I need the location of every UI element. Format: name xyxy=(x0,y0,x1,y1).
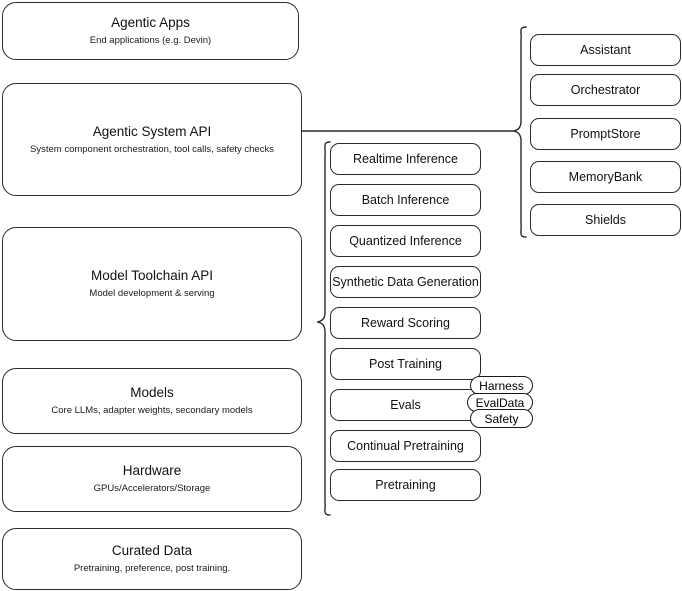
layer-subtitle: Core LLMs, adapter weights, secondary mo… xyxy=(51,405,253,416)
layer-model-toolchain-api[interactable]: Model Toolchain API Model development & … xyxy=(2,227,302,341)
layer-title: Models xyxy=(130,385,174,400)
system-item-promptstore[interactable]: PromptStore xyxy=(530,118,681,150)
layer-title: Agentic System API xyxy=(92,123,212,139)
layer-subtitle: System component orchestration, tool cal… xyxy=(30,143,274,155)
evals-badge-label: Harness xyxy=(479,378,524,393)
layer-subtitle: Model development & serving xyxy=(89,288,215,299)
toolchain-item-label: Batch Inference xyxy=(361,193,450,207)
toolchain-item-label: Evals xyxy=(390,398,421,412)
toolchain-item-batch-inference[interactable]: Batch Inference xyxy=(330,184,481,216)
system-item-shields[interactable]: Shields xyxy=(530,204,681,236)
system-item-assistant[interactable]: Assistant xyxy=(530,34,681,66)
layer-agentic-system-api[interactable]: Agentic System API System component orch… xyxy=(2,83,302,196)
layer-title: Model Toolchain API xyxy=(90,268,214,283)
system-item-label: PromptStore xyxy=(570,127,641,141)
system-item-label: Assistant xyxy=(580,43,631,57)
system-item-label: MemoryBank xyxy=(568,170,643,184)
evals-badge-safety[interactable]: Safety xyxy=(470,409,533,428)
toolchain-item-label: Continual Pretraining xyxy=(347,439,464,453)
toolchain-item-reward-scoring[interactable]: Reward Scoring xyxy=(330,307,481,339)
toolchain-brace xyxy=(316,141,331,516)
layer-title: Hardware xyxy=(122,463,182,478)
layer-title: Curated Data xyxy=(111,543,193,558)
evals-badge-label: Safety xyxy=(484,411,519,426)
toolchain-item-pretraining[interactable]: Pretraining xyxy=(330,469,481,501)
system-item-memorybank[interactable]: MemoryBank xyxy=(530,161,681,193)
system-item-label: Orchestrator xyxy=(570,83,641,97)
toolchain-item-label: Quantized Inference xyxy=(349,234,462,248)
toolchain-item-realtime-inference[interactable]: Realtime Inference xyxy=(330,143,481,175)
toolchain-item-label: Pretraining xyxy=(375,478,436,492)
layer-agentic-apps[interactable]: Agentic Apps End applications (e.g. Devi… xyxy=(2,2,299,60)
toolchain-item-quantized-inference[interactable]: Quantized Inference xyxy=(330,225,481,257)
system-item-orchestrator[interactable]: Orchestrator xyxy=(530,74,681,106)
layer-subtitle: End applications (e.g. Devin) xyxy=(89,35,212,46)
system-item-label: Shields xyxy=(585,213,626,227)
layer-hardware[interactable]: Hardware GPUs/Accelerators/Storage xyxy=(2,446,302,512)
toolchain-item-label: Realtime Inference xyxy=(353,152,458,166)
toolchain-item-label: Synthetic Data Generation xyxy=(332,275,479,289)
layer-subtitle: Pretraining, preference, post training. xyxy=(73,563,231,574)
layer-models[interactable]: Models Core LLMs, adapter weights, secon… xyxy=(2,368,302,434)
layer-subtitle: GPUs/Accelerators/Storage xyxy=(93,483,211,494)
toolchain-item-post-training[interactable]: Post Training xyxy=(330,348,481,380)
layer-curated-data[interactable]: Curated Data Pretraining, preference, po… xyxy=(2,528,302,590)
right-brace xyxy=(512,26,527,238)
toolchain-item-evals[interactable]: Evals xyxy=(330,389,481,421)
evals-badge-label: EvalData xyxy=(475,395,525,410)
toolchain-item-label: Reward Scoring xyxy=(361,316,450,330)
toolchain-item-continual-pretraining[interactable]: Continual Pretraining xyxy=(330,430,481,462)
layer-title: Agentic Apps xyxy=(111,15,190,30)
toolchain-item-label: Post Training xyxy=(369,357,442,371)
toolchain-item-synthetic-data-generation[interactable]: Synthetic Data Generation xyxy=(330,266,481,298)
